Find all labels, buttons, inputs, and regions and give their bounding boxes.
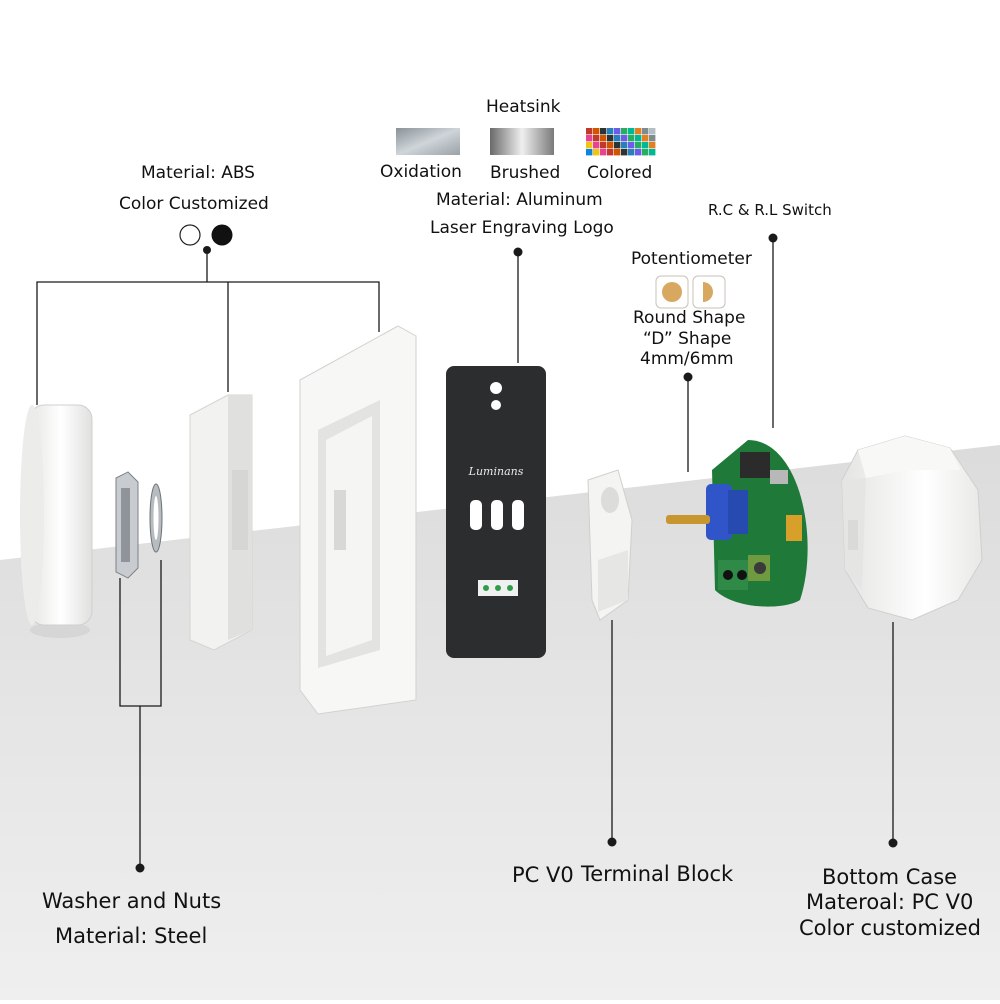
materoal-pc-v0-label: Materoal: PC V0	[806, 890, 974, 914]
white-color-dot	[179, 224, 201, 246]
color-tile	[586, 142, 593, 149]
color-tile	[614, 149, 621, 156]
color-tile	[649, 135, 656, 142]
color-tile	[628, 142, 635, 149]
rc-rl-switch-label: R.C & R.L Switch	[708, 201, 832, 219]
color-tile	[628, 149, 635, 156]
color-tile	[642, 142, 649, 149]
color-tile	[649, 149, 656, 156]
color-tile	[607, 149, 614, 156]
material-steel-label: Material: Steel	[55, 924, 208, 948]
color-tile	[635, 135, 642, 142]
color-tile	[586, 135, 593, 142]
color-tile	[628, 135, 635, 142]
bottom-case-part	[841, 435, 983, 621]
colored-swatch	[586, 128, 656, 156]
round-shape-pot-icon	[655, 275, 689, 309]
nut-part	[115, 471, 139, 579]
color-tile	[621, 128, 628, 135]
d-shape-label: “D” Shape	[643, 329, 732, 349]
brushed-label: Brushed	[490, 163, 561, 183]
outer-frame-part	[299, 325, 417, 715]
potentiometer-label: Potentiometer	[631, 249, 752, 269]
oxidation-swatch	[396, 128, 460, 155]
pc-v0-label: PC V0	[512, 863, 574, 887]
color-tile	[607, 142, 614, 149]
color-tile	[600, 142, 607, 149]
color-tile	[649, 142, 656, 149]
color-tile	[649, 128, 656, 135]
laser-logo-label: Laser Engraving Logo	[430, 218, 614, 238]
color-tile	[621, 149, 628, 156]
heatsink-plate-part: Luminans	[446, 366, 546, 658]
shaft-sizes-label: 4mm/6mm	[640, 349, 734, 369]
color-tile	[642, 128, 649, 135]
bottom-case-label: Bottom Case	[822, 865, 958, 889]
color-tile	[614, 142, 621, 149]
connector-dots	[135, 233, 898, 873]
knob-part	[20, 404, 93, 638]
color-tile	[607, 128, 614, 135]
material-abs-label: Material: ABS	[141, 163, 255, 183]
color-tile	[642, 135, 649, 142]
color-tile	[600, 135, 607, 142]
color-customized-label: Color Customized	[119, 194, 269, 214]
terminal-block-label: Terminal Block	[581, 862, 734, 886]
black-color-dot	[211, 224, 233, 246]
inner-frame-part	[189, 394, 253, 651]
material-aluminum-label: Material: Aluminum	[436, 190, 603, 210]
color-tile	[614, 135, 621, 142]
d-shape-pot-icon	[692, 275, 726, 309]
oxidation-label: Oxidation	[380, 162, 462, 182]
color-tile	[635, 149, 642, 156]
pcb-module-part	[666, 440, 808, 607]
color-tile	[586, 149, 593, 156]
washer-part	[149, 483, 163, 553]
color-tile	[600, 149, 607, 156]
color-tile	[586, 128, 593, 135]
plate-brand-logo: Luminans	[468, 465, 524, 478]
color-tile	[614, 128, 621, 135]
color-tile	[600, 128, 607, 135]
color-tile	[642, 149, 649, 156]
heatsink-label: Heatsink	[486, 97, 561, 117]
color-tile	[621, 135, 628, 142]
color-tile	[593, 135, 600, 142]
round-shape-label: Round Shape	[633, 308, 746, 328]
terminal-block-part	[587, 469, 633, 621]
connector-lines	[36, 238, 894, 868]
washer-nuts-label: Washer and Nuts	[42, 889, 222, 913]
color-tile	[621, 142, 628, 149]
color-tile	[607, 135, 614, 142]
color-tile	[593, 128, 600, 135]
color-tile	[635, 128, 642, 135]
color-tile	[593, 142, 600, 149]
color-tile	[593, 149, 600, 156]
color-tile	[635, 142, 642, 149]
colored-label: Colored	[587, 163, 653, 183]
color-customized-lower-label: Color customized	[799, 916, 981, 940]
brushed-swatch	[490, 128, 554, 155]
color-tile	[628, 128, 635, 135]
